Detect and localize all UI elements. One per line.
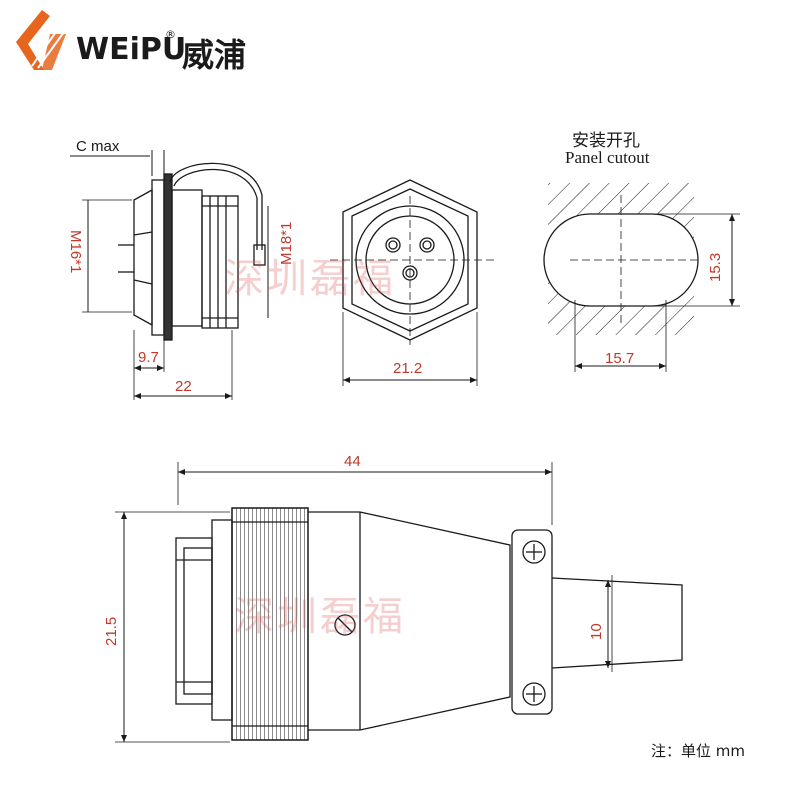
- cutout-width-label: 15.7: [605, 350, 635, 367]
- thread-left-label: M16*1: [67, 230, 84, 274]
- watermark-bottom: 深圳磊福: [234, 594, 406, 640]
- dim-length-label: 22: [175, 378, 192, 395]
- dim-small-label: 9.7: [138, 349, 159, 366]
- panel-cutout-view: [543, 183, 740, 372]
- plug-length-label: 44: [344, 453, 361, 470]
- side-view: [70, 150, 269, 400]
- brand-name-cn: 威浦: [182, 36, 247, 74]
- weipu-logo-icon: [16, 10, 66, 70]
- panel-cutout-title-en: Panel cutout: [565, 148, 650, 167]
- unit-note: 注：单位 mm: [651, 742, 745, 760]
- brand-name: WEiPU: [76, 32, 187, 67]
- plug-diameter-label: 21.5: [103, 616, 120, 646]
- watermark-top: 深圳磊福: [224, 256, 396, 302]
- c-max-label: C max: [76, 138, 120, 155]
- front-width-label: 21.2: [393, 360, 423, 377]
- registered-mark: ®: [165, 28, 176, 41]
- plug-view: [115, 462, 683, 743]
- front-view: [330, 179, 495, 386]
- cutout-height-label: 15.3: [707, 252, 724, 282]
- cable-diameter-label: 10: [588, 623, 605, 640]
- panel-cutout-title-cn: 安装开孔: [572, 131, 640, 151]
